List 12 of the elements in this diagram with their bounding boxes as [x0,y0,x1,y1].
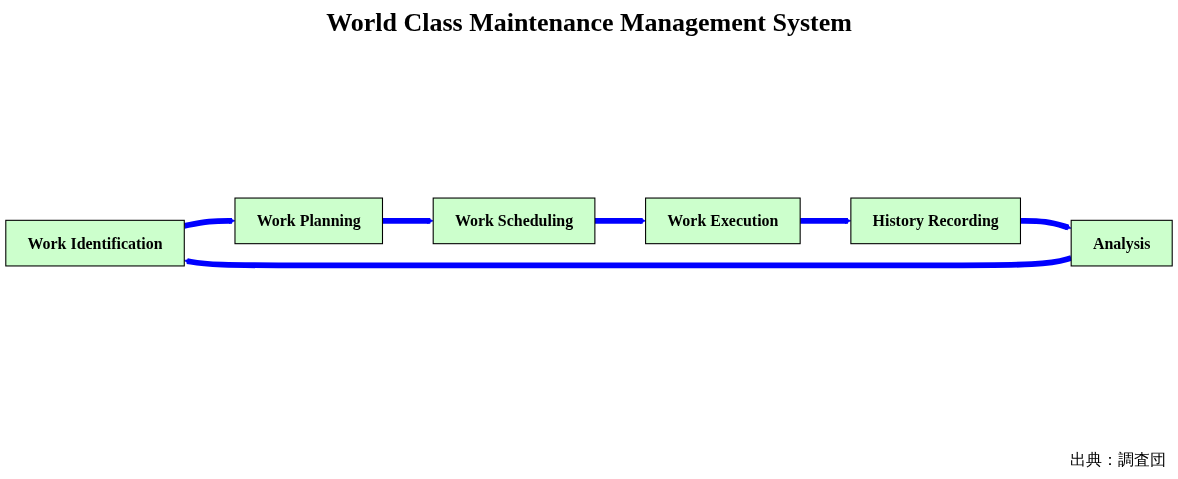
arrow [1020,217,1072,231]
node-box: Work Planning [234,197,384,245]
arrow [594,217,646,225]
source-note: 出典：調査団 [1070,450,1166,471]
diagram-title: World Class Maintenance Management System [325,8,853,38]
arrow [382,217,434,225]
node-box: Work Execution [645,197,801,245]
node-box: Analysis [1070,219,1173,267]
arrow [184,255,1072,269]
node-box: History Recording [850,197,1021,245]
node-box: Work Identification [5,219,185,267]
node-box: Work Scheduling [432,197,596,245]
